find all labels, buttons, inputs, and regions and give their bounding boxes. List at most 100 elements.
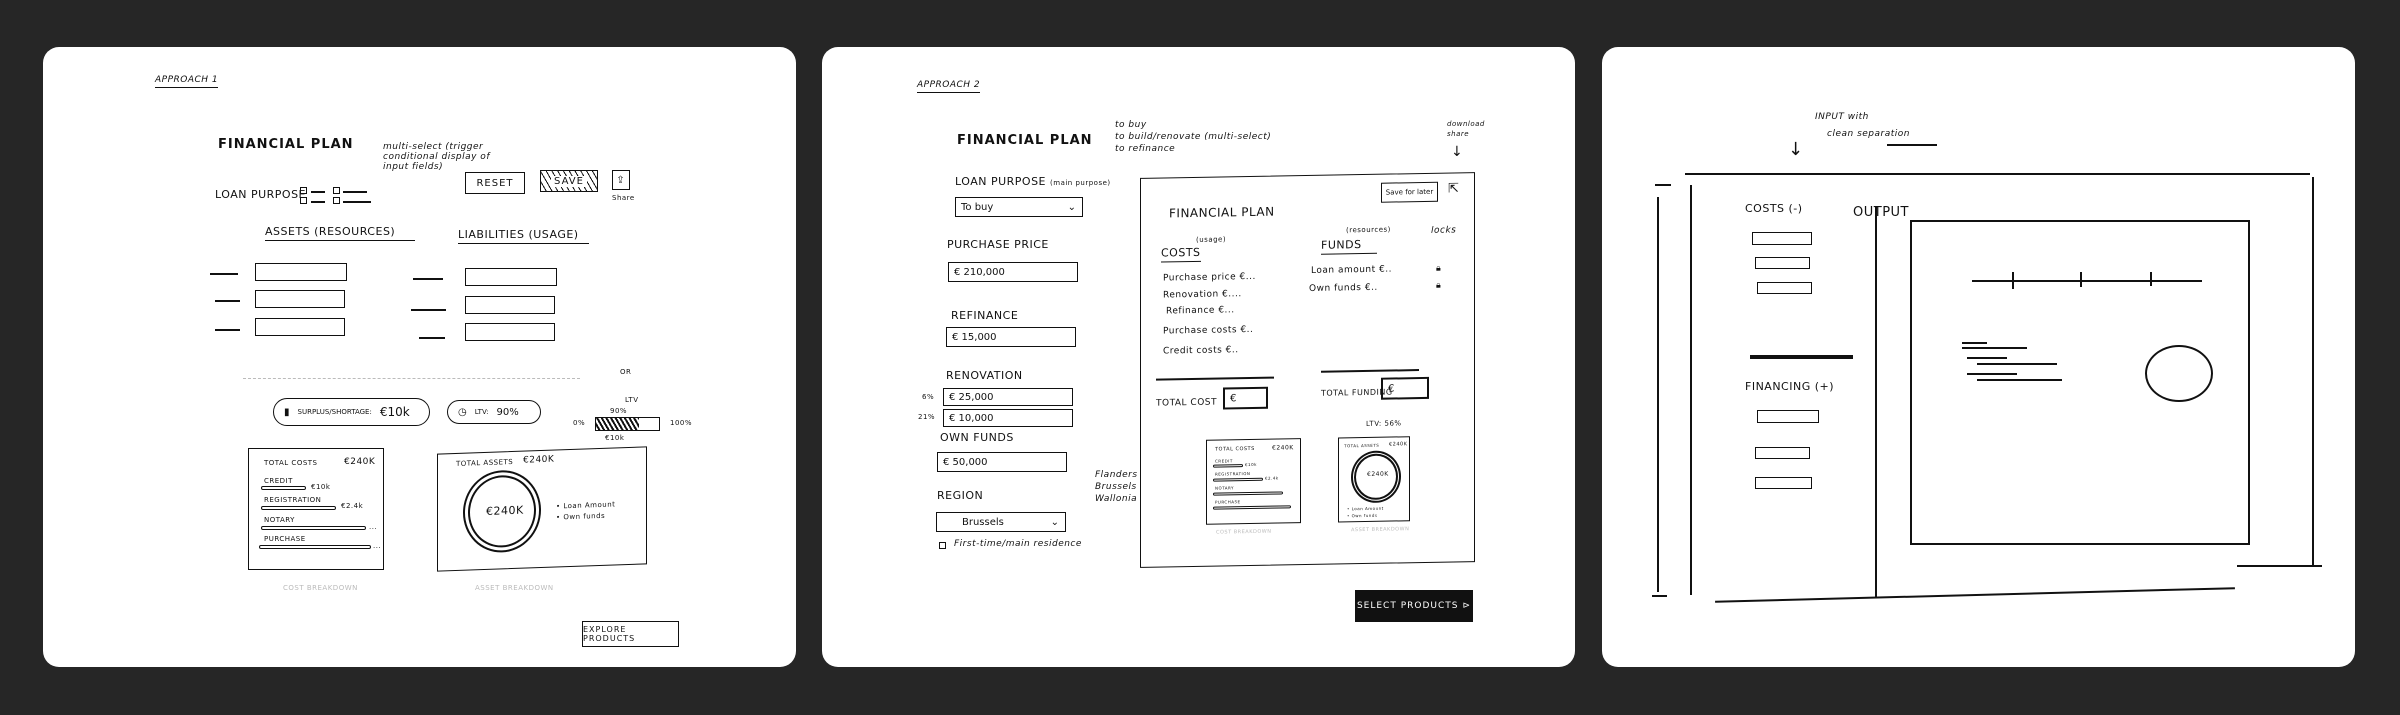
save-label: SAVE [551,175,587,187]
approach-label: APPROACH 1 [155,75,219,88]
cost-row: Renovation €.... [1163,289,1242,301]
loan-purpose-label: LOAN PURPOSE [215,188,307,201]
checkbox[interactable] [333,197,340,204]
assets-heading: ASSETS (RESOURCES) [265,225,416,241]
checkbox[interactable] [333,187,340,194]
or-label: OR [620,368,632,376]
save-for-later-button[interactable]: Save for later [1381,181,1438,203]
total-cost-label: TOTAL COST [1156,397,1217,409]
liability-input[interactable] [465,268,557,286]
ltv-bar-title: LTV [625,396,639,404]
annotation: clean separation [1827,129,1910,139]
approach-3-card: INPUT with clean separation ↓ COSTS (-) … [1602,47,2355,667]
mini-cost-total: €240K [1272,444,1294,452]
page-title: FINANCIAL PLAN [218,137,354,152]
save-button[interactable]: SAVE [540,170,598,192]
share-label: Share [612,194,635,202]
mini-cost-row: PURCHASE [1215,499,1241,505]
annotation: INPUT with [1815,112,1869,122]
cost-input[interactable] [1757,282,1812,294]
download-share-annotation: download share [1447,120,1485,138]
panel-title: FINANCIAL PLAN [1169,204,1275,221]
ltv-pill: ◷LTV:90% [447,400,541,424]
slider-track[interactable] [1972,280,2202,282]
first-time-checkbox[interactable] [939,542,946,549]
financing-input[interactable] [1755,477,1812,489]
purchase-price-label: PURCHASE PRICE [947,238,1049,251]
clock-icon: ◷ [458,406,467,418]
cost-breakdown-card: TOTAL COSTS €240K CREDIT€10k REGISTRATIO… [248,448,384,570]
liability-input[interactable] [465,296,555,314]
refinance-input[interactable]: € 15,000 [946,327,1076,347]
explore-products-button[interactable]: EXPLORE PRODUCTS [582,621,679,647]
annotation: multi-select (trigger conditional displa… [383,142,490,172]
ltv-value: 90% [496,406,519,418]
select-products-label: SELECT PRODUCTS [1356,601,1459,611]
mini-cost-row: CREDIT [1215,458,1233,464]
mini-asset-breakdown: TOTAL ASSETS €240K €240K • Loan Amount •… [1338,436,1410,523]
asset-caption: ASSET BREAKDOWN [475,584,554,592]
asset-caption: ASSET BREAKDOWN [1351,526,1410,534]
checkbox[interactable] [300,187,307,194]
total-cost-field: € [1223,386,1268,410]
liabilities-heading: LIABILITIES (USAGE) [458,228,589,244]
asset-input[interactable] [255,263,347,281]
cost-row: Purchase price €... [1163,271,1256,284]
region-select[interactable]: Brussels⌄ [936,512,1066,532]
renovation-input[interactable]: € 10,000 [943,409,1073,427]
refinance-label: REFINANCE [951,309,1019,322]
chart-circle [2145,345,2213,402]
output-area [1910,220,2250,545]
cost-input[interactable] [1755,257,1810,269]
mini-donut-center: €240K [1367,470,1389,478]
lock-icon[interactable]: 🔒︎ [1436,280,1441,291]
mini-cost-breakdown: TOTAL COSTS €240K CREDIT€10k REGISTRATIO… [1206,438,1301,525]
lock-icon[interactable]: 🔒︎ [1436,263,1441,274]
mini-asset-total: €240K [1389,441,1408,448]
slider-tick [2080,272,2082,287]
locks-annotation: locks [1431,225,1457,236]
approach-1-card: APPROACH 1 FINANCIAL PLAN multi-select (… [43,47,796,667]
cost-row: Credit costs €.. [1163,345,1239,357]
cost-total-value: €240K [344,457,376,467]
renovation-input[interactable]: € 25,000 [943,388,1073,406]
chevron-down-icon: ⌄ [1050,516,1059,528]
cost-row-label: NOTARY [264,516,295,524]
asset-total-value: €240K [523,454,555,466]
select-products-button[interactable]: SELECT PRODUCTS⊳ [1355,590,1473,622]
cost-input[interactable] [1752,232,1812,245]
ltv-label: LTV: 56% [1366,419,1402,428]
mini-cost-row: REGISTRATION [1215,470,1251,477]
share-icon[interactable]: ⇪ [612,170,630,190]
ltv-bar-value: 90% [610,407,628,415]
first-time-label: First-time/main residence [954,539,1082,549]
reset-button[interactable]: RESET [465,172,525,194]
share-icon[interactable]: ⇱ [1448,181,1459,197]
cost-row-value: ... [373,542,382,550]
renovation-label: RENOVATION [946,369,1023,382]
page-title: FINANCIAL PLAN [957,133,1093,148]
own-funds-input[interactable]: € 50,000 [937,452,1067,472]
asset-input[interactable] [255,290,345,308]
liability-input[interactable] [465,323,555,341]
mini-cost-title: TOTAL COSTS [1215,445,1255,453]
checkbox[interactable] [300,197,307,204]
financing-input[interactable] [1757,410,1819,423]
cost-row-value: ... [369,523,378,531]
frame-top [1685,173,2310,175]
asset-input[interactable] [255,318,345,336]
cost-row-label: CREDIT [264,477,293,485]
financing-input[interactable] [1755,447,1810,459]
battery-icon: ▮ [284,406,290,418]
region-label: REGION [937,489,984,502]
cost-total-label: TOTAL COSTS [264,459,318,467]
mini-cost-val: €2.4k [1265,475,1279,481]
renovation-pct: 6% [922,393,935,401]
output-heading: OUTPUT [1853,205,1909,220]
mini-legend-item: • Own funds [1347,512,1378,519]
loan-purpose-label: LOAN PURPOSE (main purpose) [955,175,1111,188]
cost-caption: COST BREAKDOWN [1216,528,1272,536]
loan-purpose-select[interactable]: To buy⌄ [955,197,1083,217]
purchase-price-input[interactable]: € 210,000 [948,262,1078,282]
